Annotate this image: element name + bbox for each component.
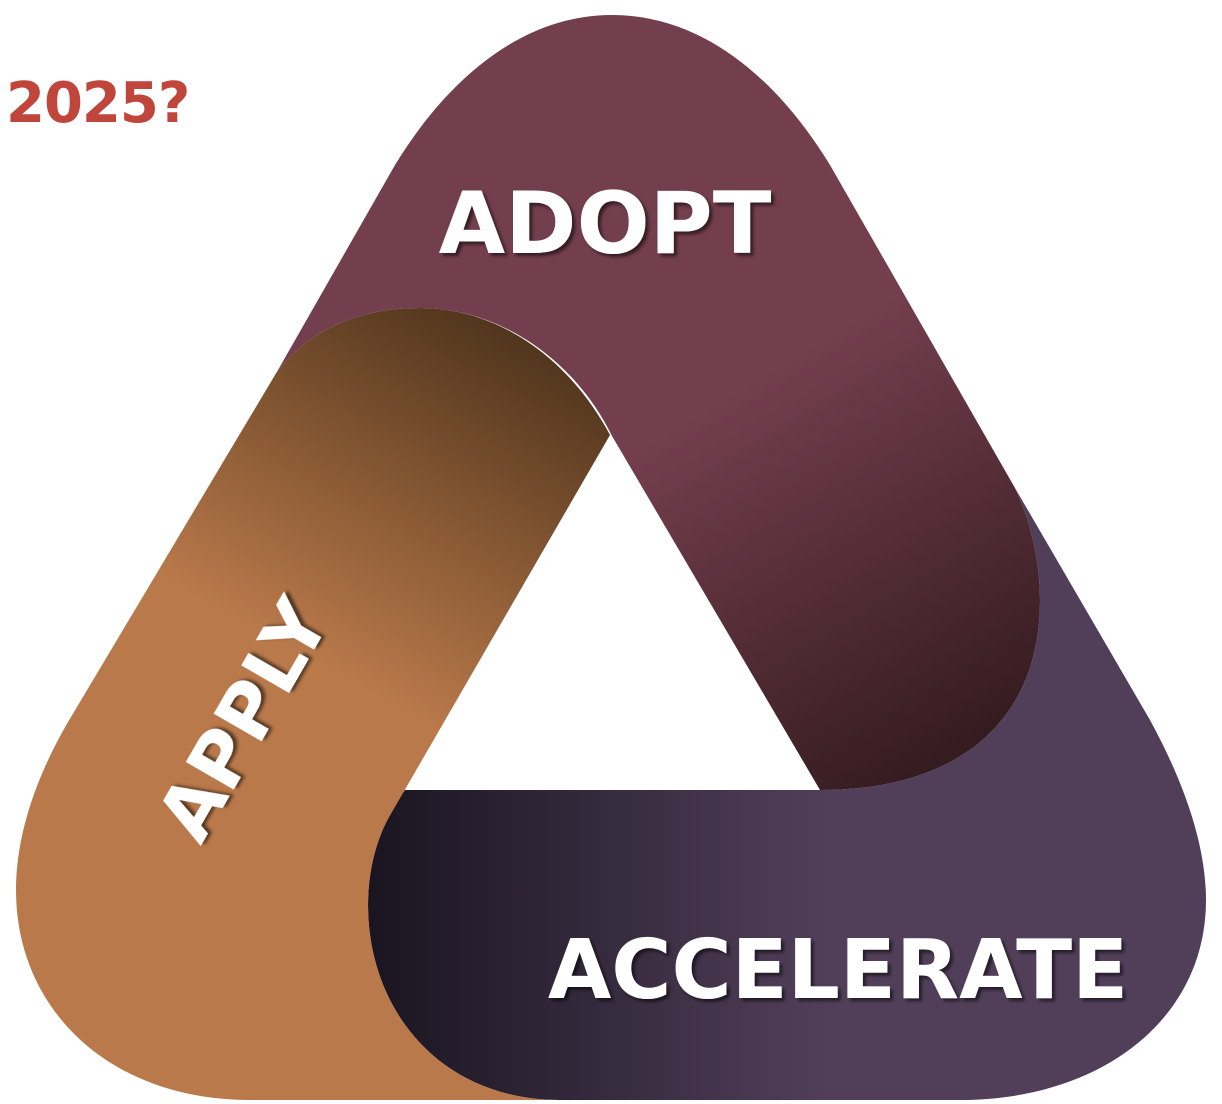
apply-band bbox=[16, 308, 610, 1100]
accelerate-label: ACCELERATE bbox=[548, 923, 1128, 1018]
adopt-label: ADOPT bbox=[439, 174, 772, 274]
year-question-heading: 2025? bbox=[6, 71, 190, 136]
adopt-band bbox=[278, 15, 1040, 790]
accelerate-band bbox=[368, 488, 1206, 1100]
